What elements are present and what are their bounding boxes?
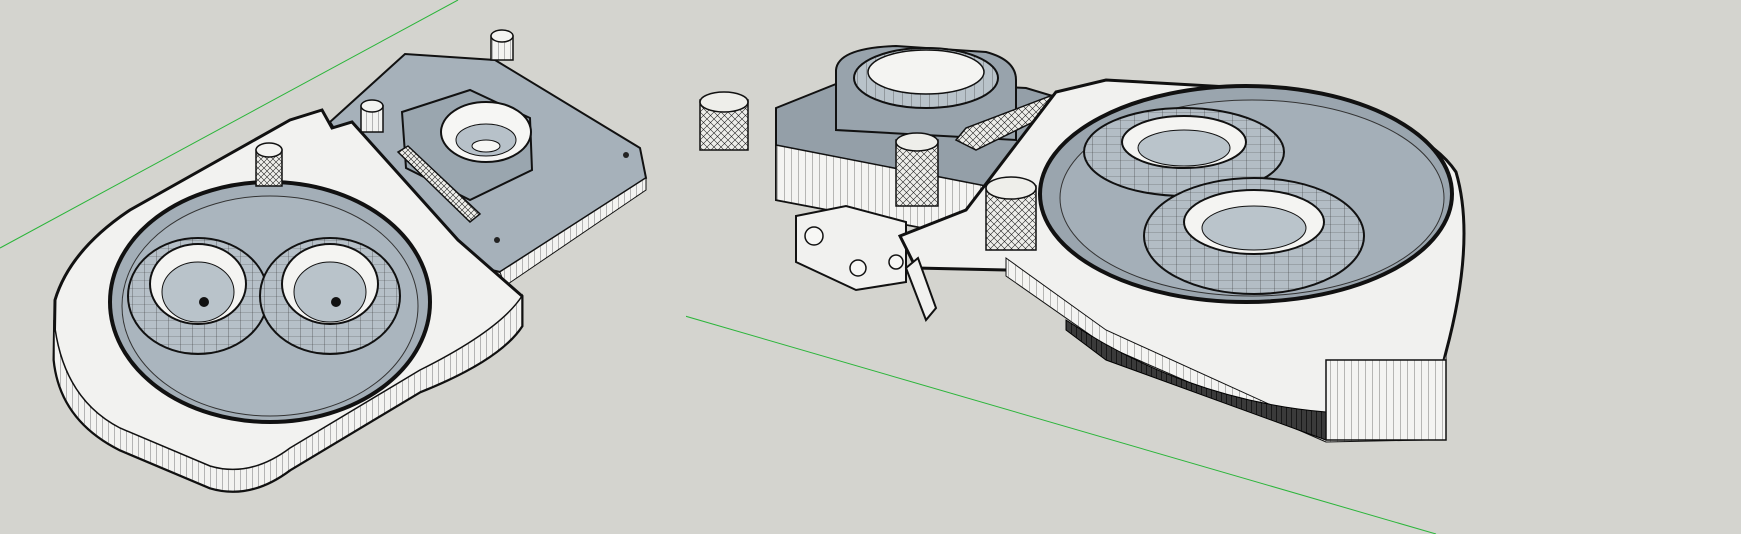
knurled-rod <box>396 145 482 223</box>
model-viewport-right[interactable] <box>686 0 1741 534</box>
model-render-left <box>0 0 648 493</box>
model-viewport-left[interactable] <box>0 0 686 534</box>
filament-bracket <box>795 204 907 292</box>
green-axis-line-right <box>686 315 1437 534</box>
model-render-right <box>686 44 1466 534</box>
green-axis-line <box>0 0 459 249</box>
